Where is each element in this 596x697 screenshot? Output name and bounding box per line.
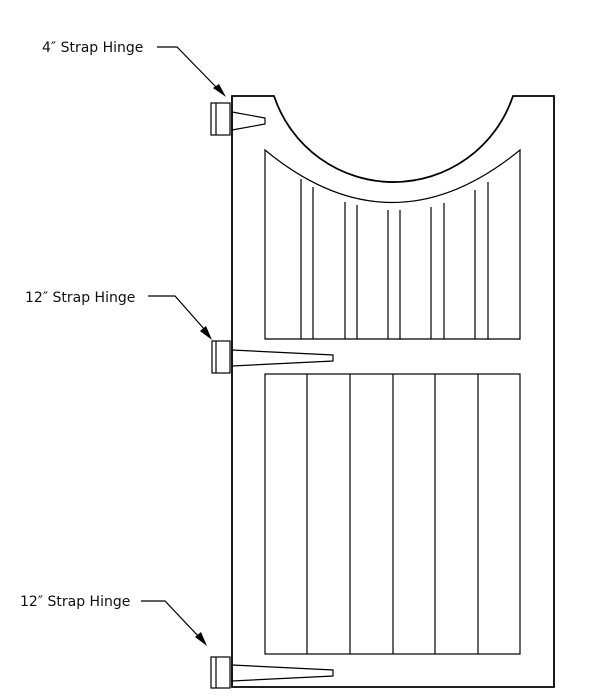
- middle-strap-hinge: [211, 340, 334, 374]
- gate-outline: [231, 95, 555, 688]
- upper-panel: [264, 148, 521, 340]
- bottom-strap-hinge: [210, 656, 334, 689]
- bottom-hinge-leader: [141, 600, 207, 646]
- bottom-hinge-label: 12″ Strap Hinge: [20, 594, 130, 610]
- top-strap-hinge: [210, 102, 266, 136]
- lower-panel-boards: [306, 374, 479, 654]
- middle-hinge-label: 12″ Strap Hinge: [25, 290, 135, 306]
- upper-panel-slats: [300, 179, 489, 339]
- top-hinge-leader: [157, 46, 226, 97]
- middle-hinge-leader: [148, 295, 212, 340]
- top-hinge-label: 4″ Strap Hinge: [42, 40, 143, 56]
